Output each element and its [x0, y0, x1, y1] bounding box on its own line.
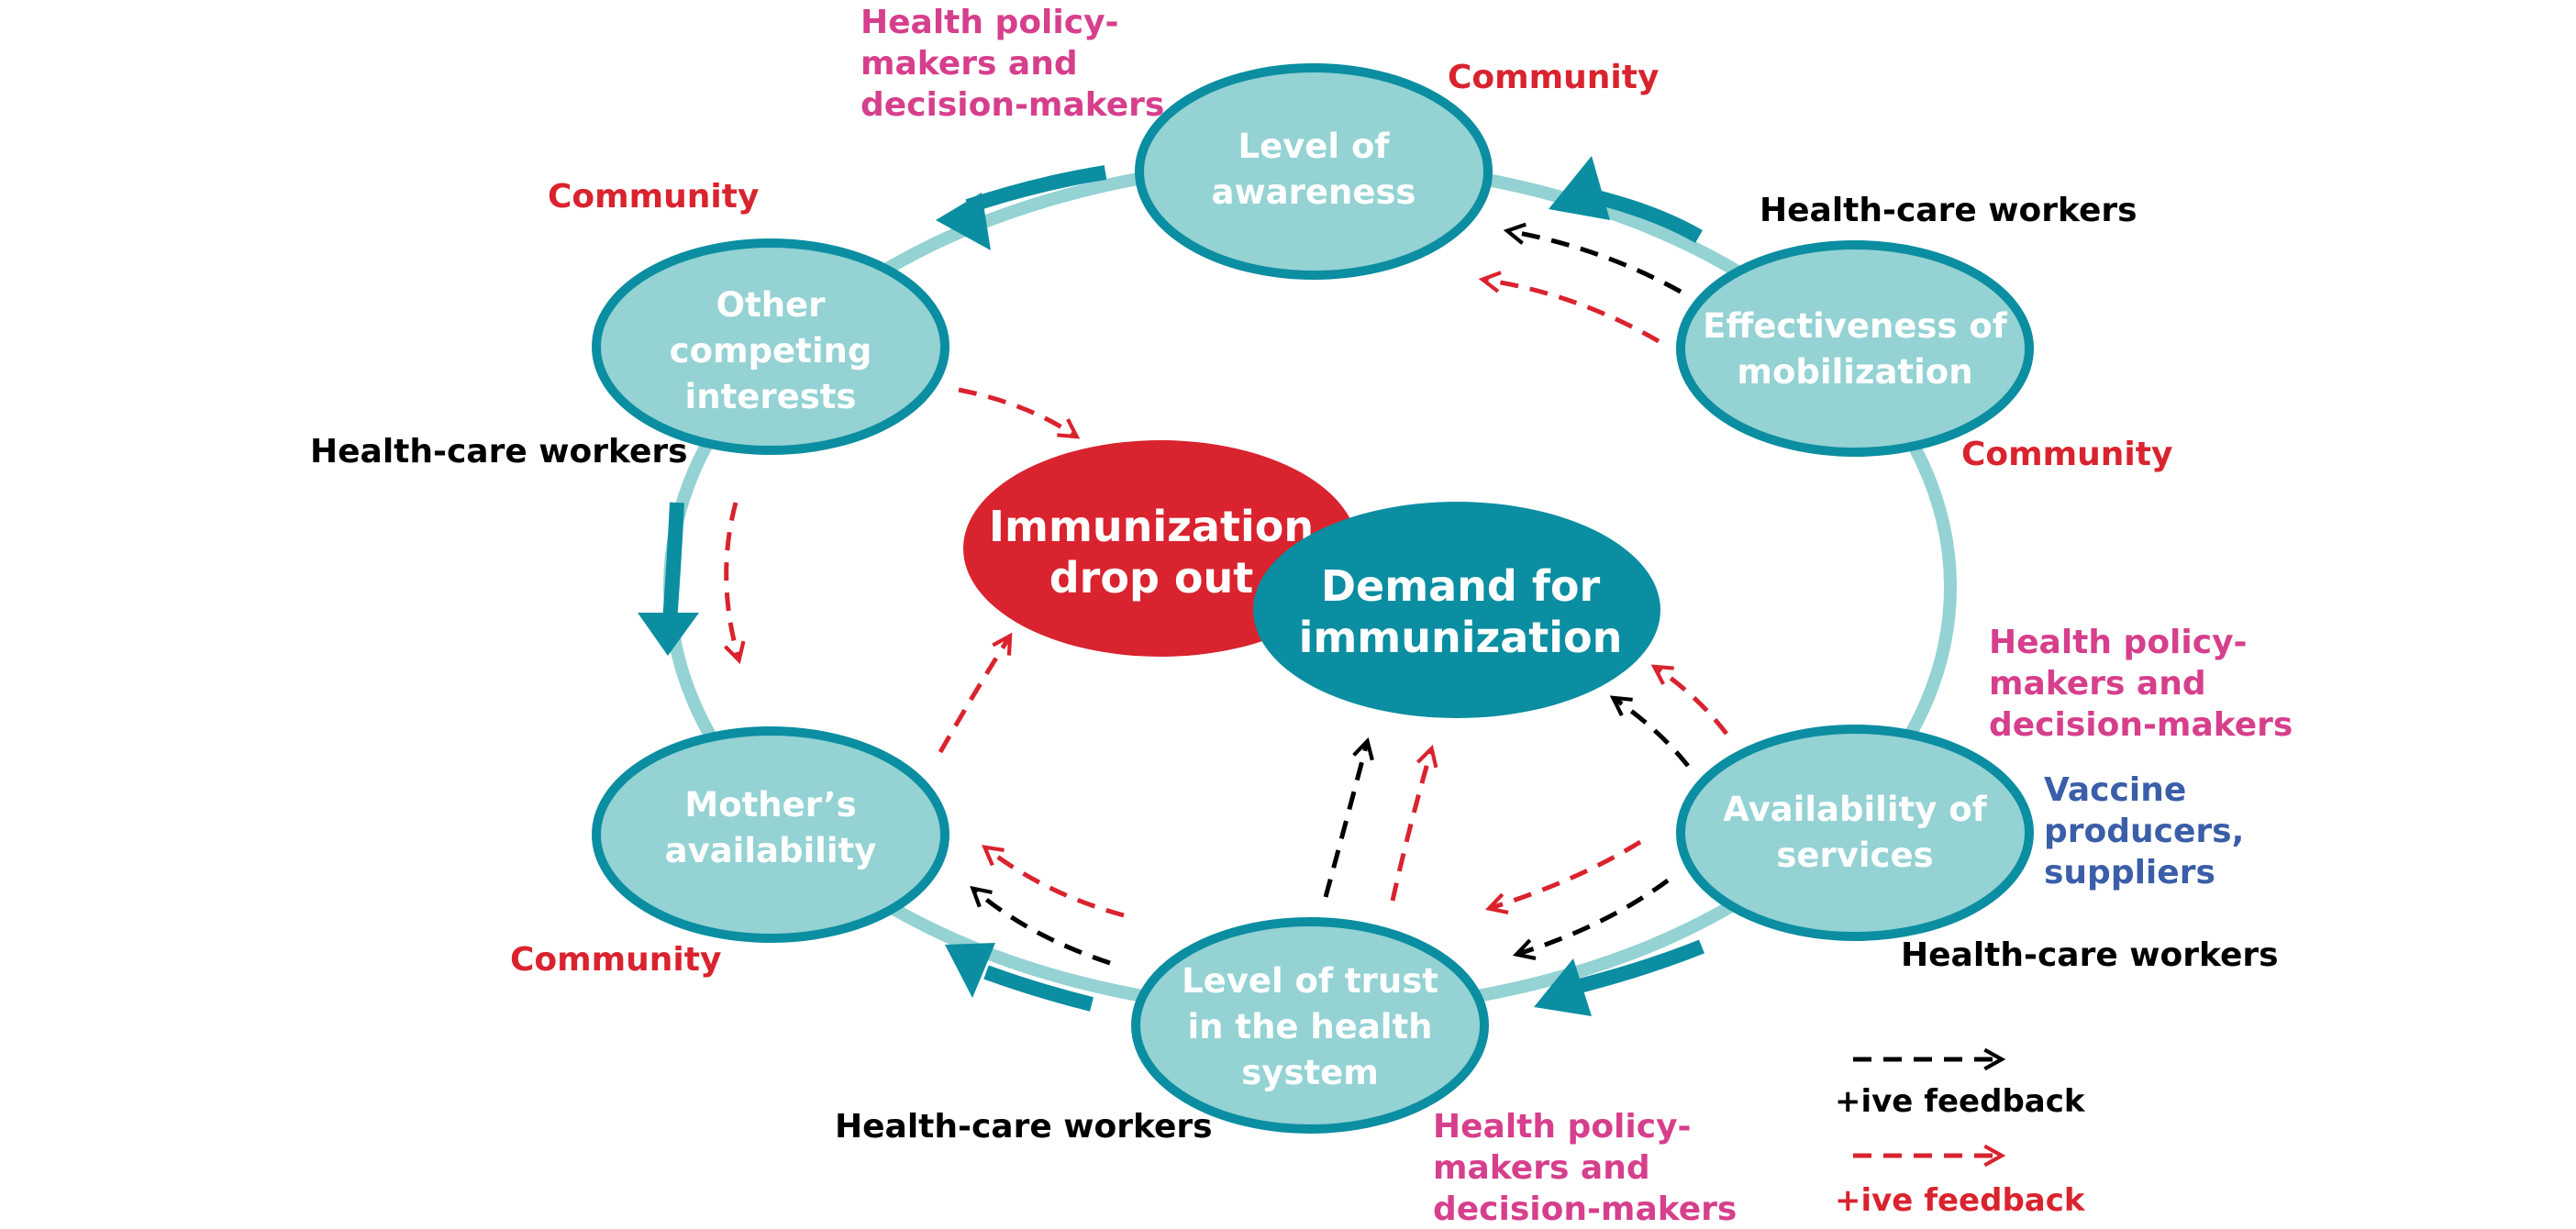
red-feedback-competing-to-mothers — [727, 502, 738, 659]
label-community-left: Community — [548, 178, 759, 216]
feedback-arrows — [727, 231, 1728, 966]
flow-arrow-services-to-trust — [1567, 939, 1704, 996]
black-feedback-mobilization-to-awareness — [1509, 231, 1682, 294]
red-feedback-services-to-trust — [1491, 839, 1642, 908]
flow-arrowhead — [936, 193, 991, 250]
flow-arrow-awareness-to-competing — [965, 165, 1107, 214]
red-feedback-mothers-to-dropout — [938, 637, 1009, 754]
flow-arrowhead — [945, 943, 995, 998]
flow-arrowhead — [638, 613, 699, 656]
flow-arrowhead — [1534, 958, 1592, 1016]
red-feedback-mobilization-to-awareness — [1484, 280, 1660, 344]
red-feedback-trust-to-demand — [1390, 750, 1431, 902]
black-feedback-trust-to-mothers — [974, 890, 1111, 966]
legend-black-label: +ive feedback — [1835, 1083, 2086, 1120]
label-community-bottom-left: Community — [510, 941, 721, 979]
label-health-care-workers-left: Health-care workers — [310, 433, 688, 471]
red-feedback-competing-to-dropout — [958, 387, 1075, 436]
flow-arrow-trust-to-mothers — [983, 965, 1094, 1012]
flow-arrowhead — [1549, 156, 1610, 220]
black-feedback-services-to-demand — [1615, 699, 1690, 768]
label-health-care-workers-trust: Health-care workers — [835, 1108, 1213, 1146]
legend: +ive feedback +ive feedback — [1835, 1059, 2086, 1219]
legend-red-label: +ive feedback — [1835, 1182, 2086, 1219]
label-health-care-workers-services: Health-care workers — [1901, 936, 2279, 974]
label-community-right: Community — [1961, 436, 2172, 473]
red-feedback-services-to-demand — [1656, 668, 1728, 736]
label-community-top: Community — [1448, 59, 1659, 96]
red-feedback-trust-to-mothers — [986, 848, 1125, 918]
flow-arrow-competing-to-mothers — [662, 502, 684, 623]
label-health-care-workers-mobilization: Health-care workers — [1760, 192, 2137, 229]
black-feedback-trust-to-demand — [1323, 743, 1367, 898]
cycle-flow-arrowheads — [638, 156, 1610, 1016]
